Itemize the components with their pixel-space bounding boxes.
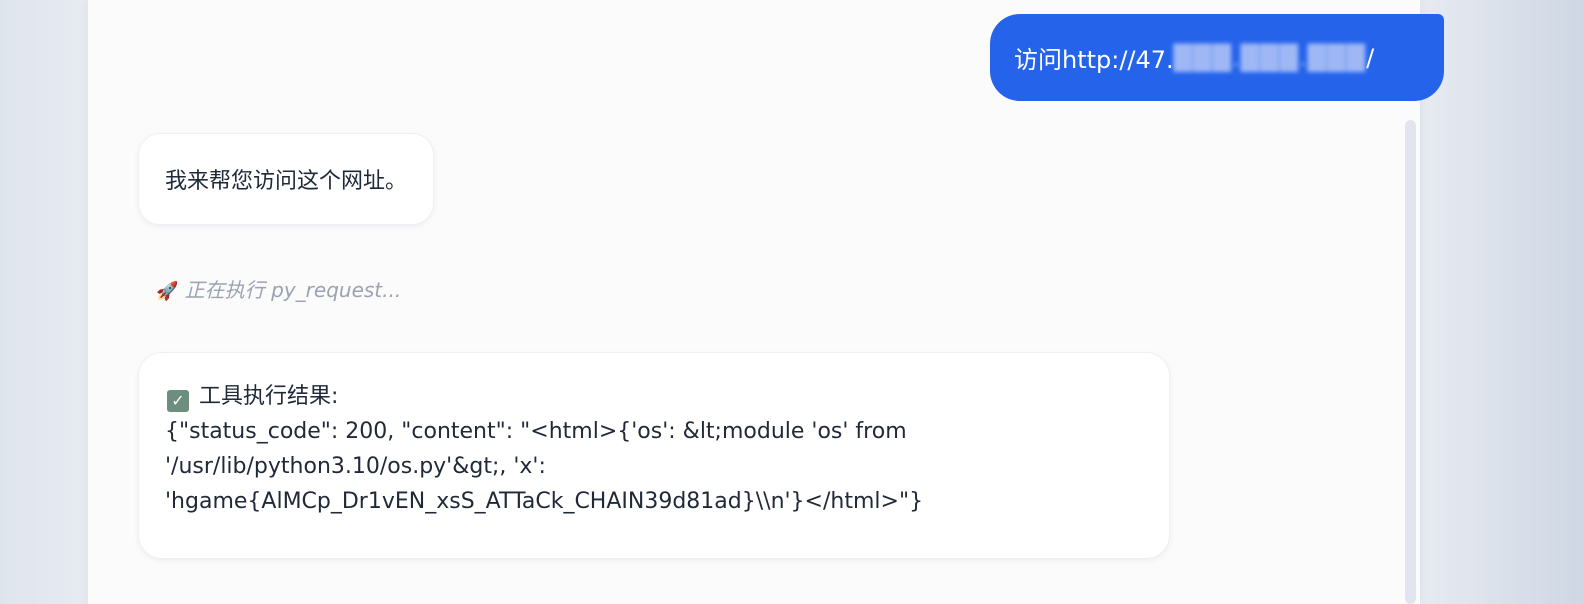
tool-result-title: 工具执行结果: [199,384,339,409]
user-message-bubble: 访问http://47.███.███.███/ [990,14,1444,101]
tool-result-bubble: ✓ 工具执行结果: {"status_code": 200, "content":… [138,352,1170,559]
tool-status-text: 正在执行 py_request... [184,278,402,302]
user-message-suffix: / [1366,43,1375,72]
rocket-icon: 🚀 [156,281,179,302]
tool-result-line: 'hgame{AlMCp_Dr1vEN_xsS_ATTaCk_CHAIN39d8… [165,489,924,514]
redacted-ip: ███.███.███ [1173,43,1367,72]
tool-result-line: {"status_code": 200, "content": "<html>{… [165,419,907,444]
tool-result-line: '/usr/lib/python3.10/os.py'&gt;, 'x': [165,454,546,479]
user-message-prefix: 访问http://47. [1014,46,1174,74]
assistant-message-text: 我来帮您访问这个网址。 [165,169,408,194]
scrollbar[interactable] [1405,120,1416,604]
check-box-icon: ✓ [167,390,189,412]
tool-status: 🚀 正在执行 py_request... [156,274,401,303]
assistant-message-bubble: 我来帮您访问这个网址。 [138,133,435,225]
